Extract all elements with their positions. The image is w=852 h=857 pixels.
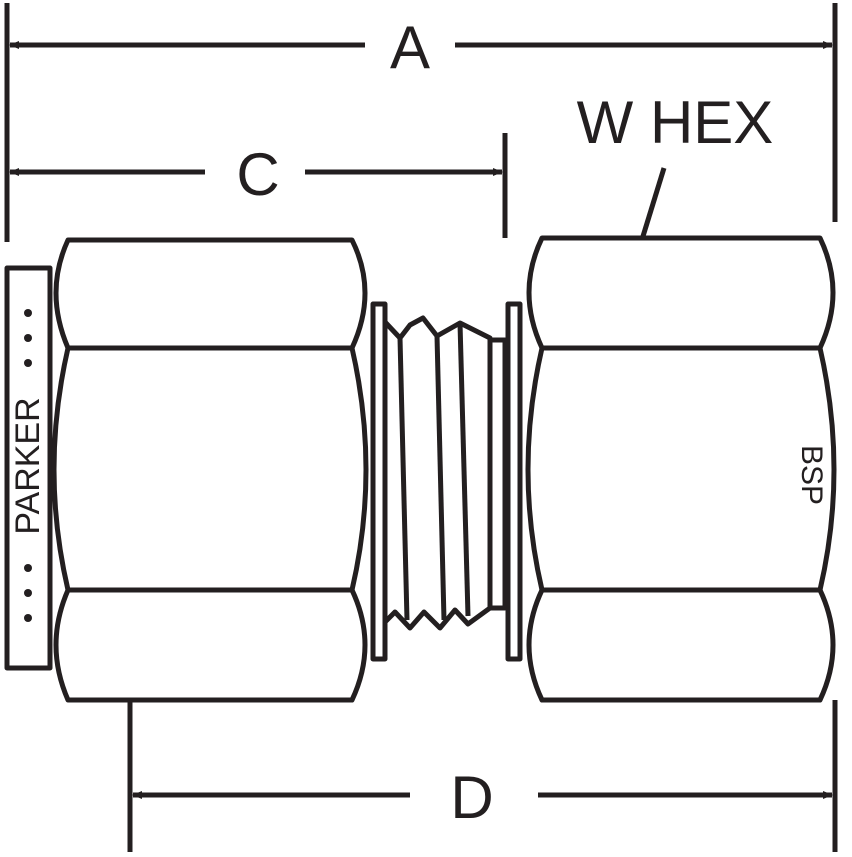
right-hex-nut: BSP [525,235,837,703]
dimension-d: D [132,764,833,831]
bsp-marking: BSP [795,445,828,505]
dimension-c-label: C [236,141,279,208]
left-hex-nut [51,237,369,703]
w-hex-callout: W HEX [577,89,774,247]
dimension-a: A [9,14,833,81]
dimension-a-label: A [390,14,430,81]
neck [487,337,508,611]
right-ring [505,301,523,662]
thread-section [382,315,493,631]
dimension-d-label: D [450,764,493,831]
parker-band: PARKER [4,265,53,671]
band-dots [24,309,32,622]
w-hex-label: W HEX [577,89,774,156]
parker-brand-text: PARKER [9,397,47,534]
w-hex-arrow [637,167,667,247]
dimension-c: C [9,141,503,208]
